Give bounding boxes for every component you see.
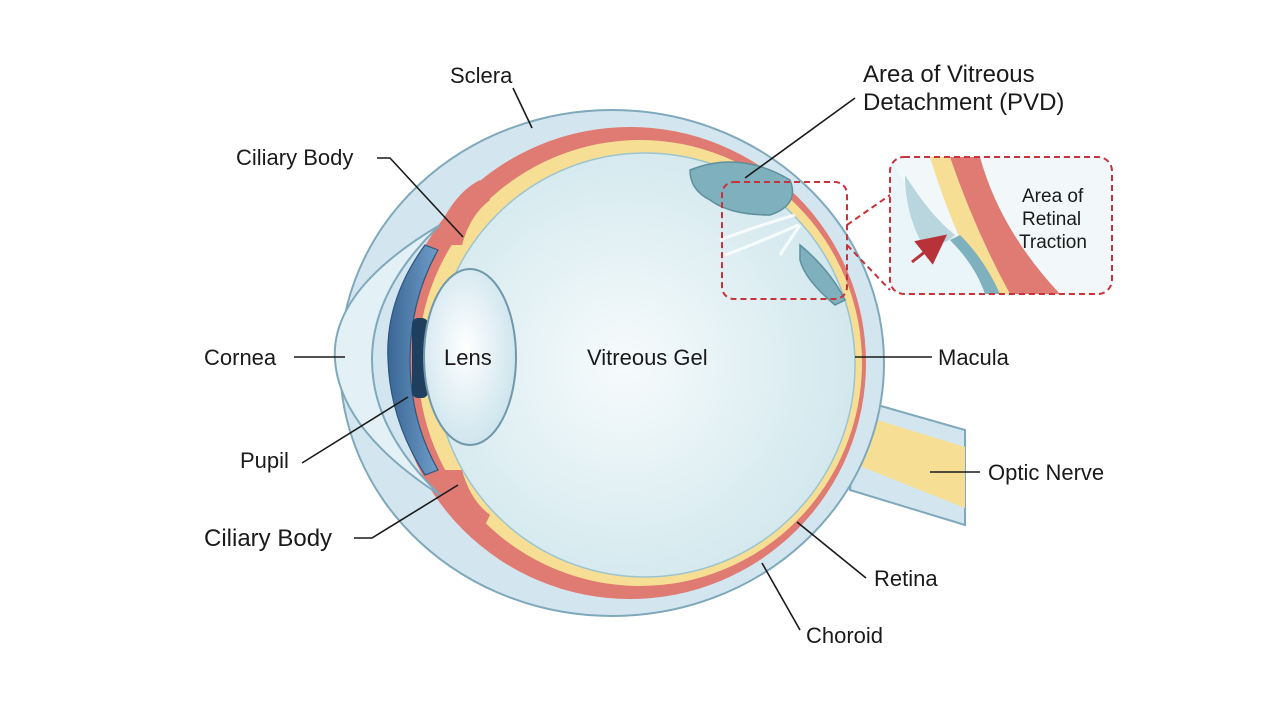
label-macula: Macula <box>938 345 1010 370</box>
retinal-traction-zoom-callout <box>889 156 1113 295</box>
label-cornea: Cornea <box>204 345 277 370</box>
label-pvd-line2: Detachment (PVD) <box>863 89 1064 116</box>
leader-ciliary-top <box>377 157 464 238</box>
label-vitreous-gel: Vitreous Gel <box>587 345 708 370</box>
zoom-connector <box>846 194 891 291</box>
detached-vitreous-pocket <box>799 243 847 306</box>
label-lens: Lens <box>444 345 492 370</box>
detached-vitreous-pocket <box>689 161 794 216</box>
cornea-shape <box>333 224 441 496</box>
leader-retina <box>796 521 867 579</box>
leader-pvd <box>744 97 856 179</box>
leader-sclera <box>512 87 533 129</box>
ciliary-body-upper-shape <box>432 180 490 245</box>
traction-arrow <box>911 234 948 265</box>
leader-pupil <box>301 396 409 464</box>
label-traction-line2: Retinal <box>1022 209 1081 230</box>
label-optic-nerve: Optic Nerve <box>988 460 1104 485</box>
vitreous-strands <box>719 213 802 257</box>
traction-highlight-box <box>721 181 848 300</box>
leader-ciliary-bottom <box>354 484 459 539</box>
label-retina: Retina <box>874 566 938 591</box>
label-choroid: Choroid <box>806 623 883 648</box>
label-traction-line1: Area of <box>1022 186 1084 207</box>
label-ciliary-body-top: Ciliary Body <box>236 145 353 170</box>
lens-shape <box>423 268 517 446</box>
label-pvd-line1: Area of Vitreous <box>863 61 1035 88</box>
label-pupil: Pupil <box>240 448 289 473</box>
leader-choroid <box>761 562 801 631</box>
optic-nerve <box>845 410 965 508</box>
label-sclera: Sclera <box>450 63 513 88</box>
label-traction-line3: Traction <box>1019 232 1087 253</box>
label-ciliary-body-bottom: Ciliary Body <box>204 525 332 552</box>
ciliary-body-lower-shape <box>432 470 490 535</box>
